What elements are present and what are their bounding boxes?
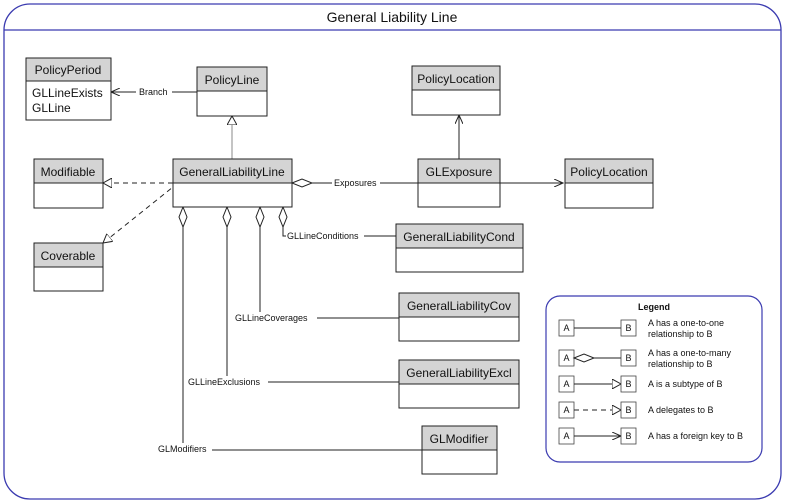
class-coverable[interactable]: Coverable (33, 242, 104, 292)
class-general-liability-line[interactable]: GeneralLiabilityLine (172, 158, 293, 208)
class-attribute: GLLineExists (32, 86, 103, 100)
class-name: GLModifier (430, 432, 489, 446)
class-policy-location-right[interactable]: PolicyLocation (564, 158, 654, 209)
class-gl-modifier[interactable]: GLModifier (421, 425, 498, 475)
coverages-label-bg (233, 312, 317, 323)
class-name: PolicyLocation (570, 165, 647, 179)
conditions-label-bg (286, 230, 364, 241)
legend-title: Legend (638, 302, 670, 312)
legend-b: B (625, 405, 631, 415)
class-name: GeneralLiabilityCov (407, 299, 511, 313)
coverages-label: GLLineCoverages (235, 313, 308, 323)
class-gl-exposure[interactable]: GLExposure (417, 158, 501, 208)
class-name: GeneralLiabilityCond (403, 230, 514, 244)
legend-row-text: A is a subtype of B (648, 379, 723, 389)
class-name: PolicyLine (205, 73, 260, 87)
delegates-coverable-edge (103, 182, 179, 243)
legend-b: B (625, 379, 631, 389)
exposures-label: Exposures (334, 178, 377, 188)
legend-a: A (563, 431, 569, 441)
class-name: GLExposure (426, 165, 493, 179)
legend-row-text: A has a foreign key to B (648, 431, 743, 441)
legend-row-foreign-key: A B A has a foreign key to B (558, 427, 743, 445)
class-name: Coverable (41, 249, 96, 263)
exposures-label-bg (332, 177, 380, 188)
legend-a: A (563, 323, 569, 333)
legend-row-text: relationship to B (648, 359, 713, 369)
class-modifiable[interactable]: Modifiable (33, 158, 104, 209)
legend-b: B (625, 431, 631, 441)
class-general-liability-excl[interactable]: GeneralLiabilityExcl (398, 359, 520, 409)
class-attribute: GLLine (32, 101, 71, 115)
legend-row-delegates: A B A delegates to B (558, 401, 714, 419)
legend-row-subtype: A B A is a subtype of B (558, 375, 723, 393)
conditions-label: GLLineConditions (287, 231, 359, 241)
legend-a: A (563, 353, 569, 363)
class-name: GeneralLiabilityExcl (406, 366, 511, 380)
legend-row-text: A has a one-to-one (648, 318, 724, 328)
legend-b: B (625, 323, 631, 333)
legend-a: A (563, 379, 569, 389)
legend-row-text: relationship to B (648, 329, 713, 339)
class-name: GeneralLiabilityLine (179, 165, 285, 179)
class-name: Modifiable (41, 165, 96, 179)
class-policy-period[interactable]: PolicyPeriod GLLineExists GLLine (25, 57, 112, 121)
modifiers-label-bg (156, 443, 212, 454)
class-general-liability-cond[interactable]: GeneralLiabilityCond (395, 223, 524, 273)
exclusions-label: GLLineExclusions (188, 377, 261, 387)
legend-b: B (625, 353, 631, 363)
diagram-title: General Liability Line (327, 9, 458, 25)
branch-label: Branch (139, 87, 168, 97)
legend-row-text: A delegates to B (648, 405, 714, 415)
legend-row-one-to-one: A B A has a one-to-one relationship to B (558, 318, 724, 339)
modifiers-label: GLModifiers (158, 444, 207, 454)
class-name: PolicyPeriod (35, 63, 102, 77)
legend-row-text: A has a one-to-many (648, 348, 732, 358)
exclusions-label-bg (186, 376, 268, 387)
class-name: PolicyLocation (417, 72, 494, 86)
branch-label-bg (136, 86, 172, 97)
class-policy-line[interactable]: PolicyLine (196, 66, 268, 117)
class-policy-location-top[interactable]: PolicyLocation (411, 65, 501, 116)
legend-row-one-to-many: A B A has a one-to-many relationship to … (558, 348, 732, 369)
legend-a: A (563, 405, 569, 415)
class-general-liability-cov[interactable]: GeneralLiabilityCov (398, 292, 520, 342)
legend-frame (545, 295, 763, 463)
legend: Legend A B A has a one-to-one relationsh… (545, 295, 763, 463)
